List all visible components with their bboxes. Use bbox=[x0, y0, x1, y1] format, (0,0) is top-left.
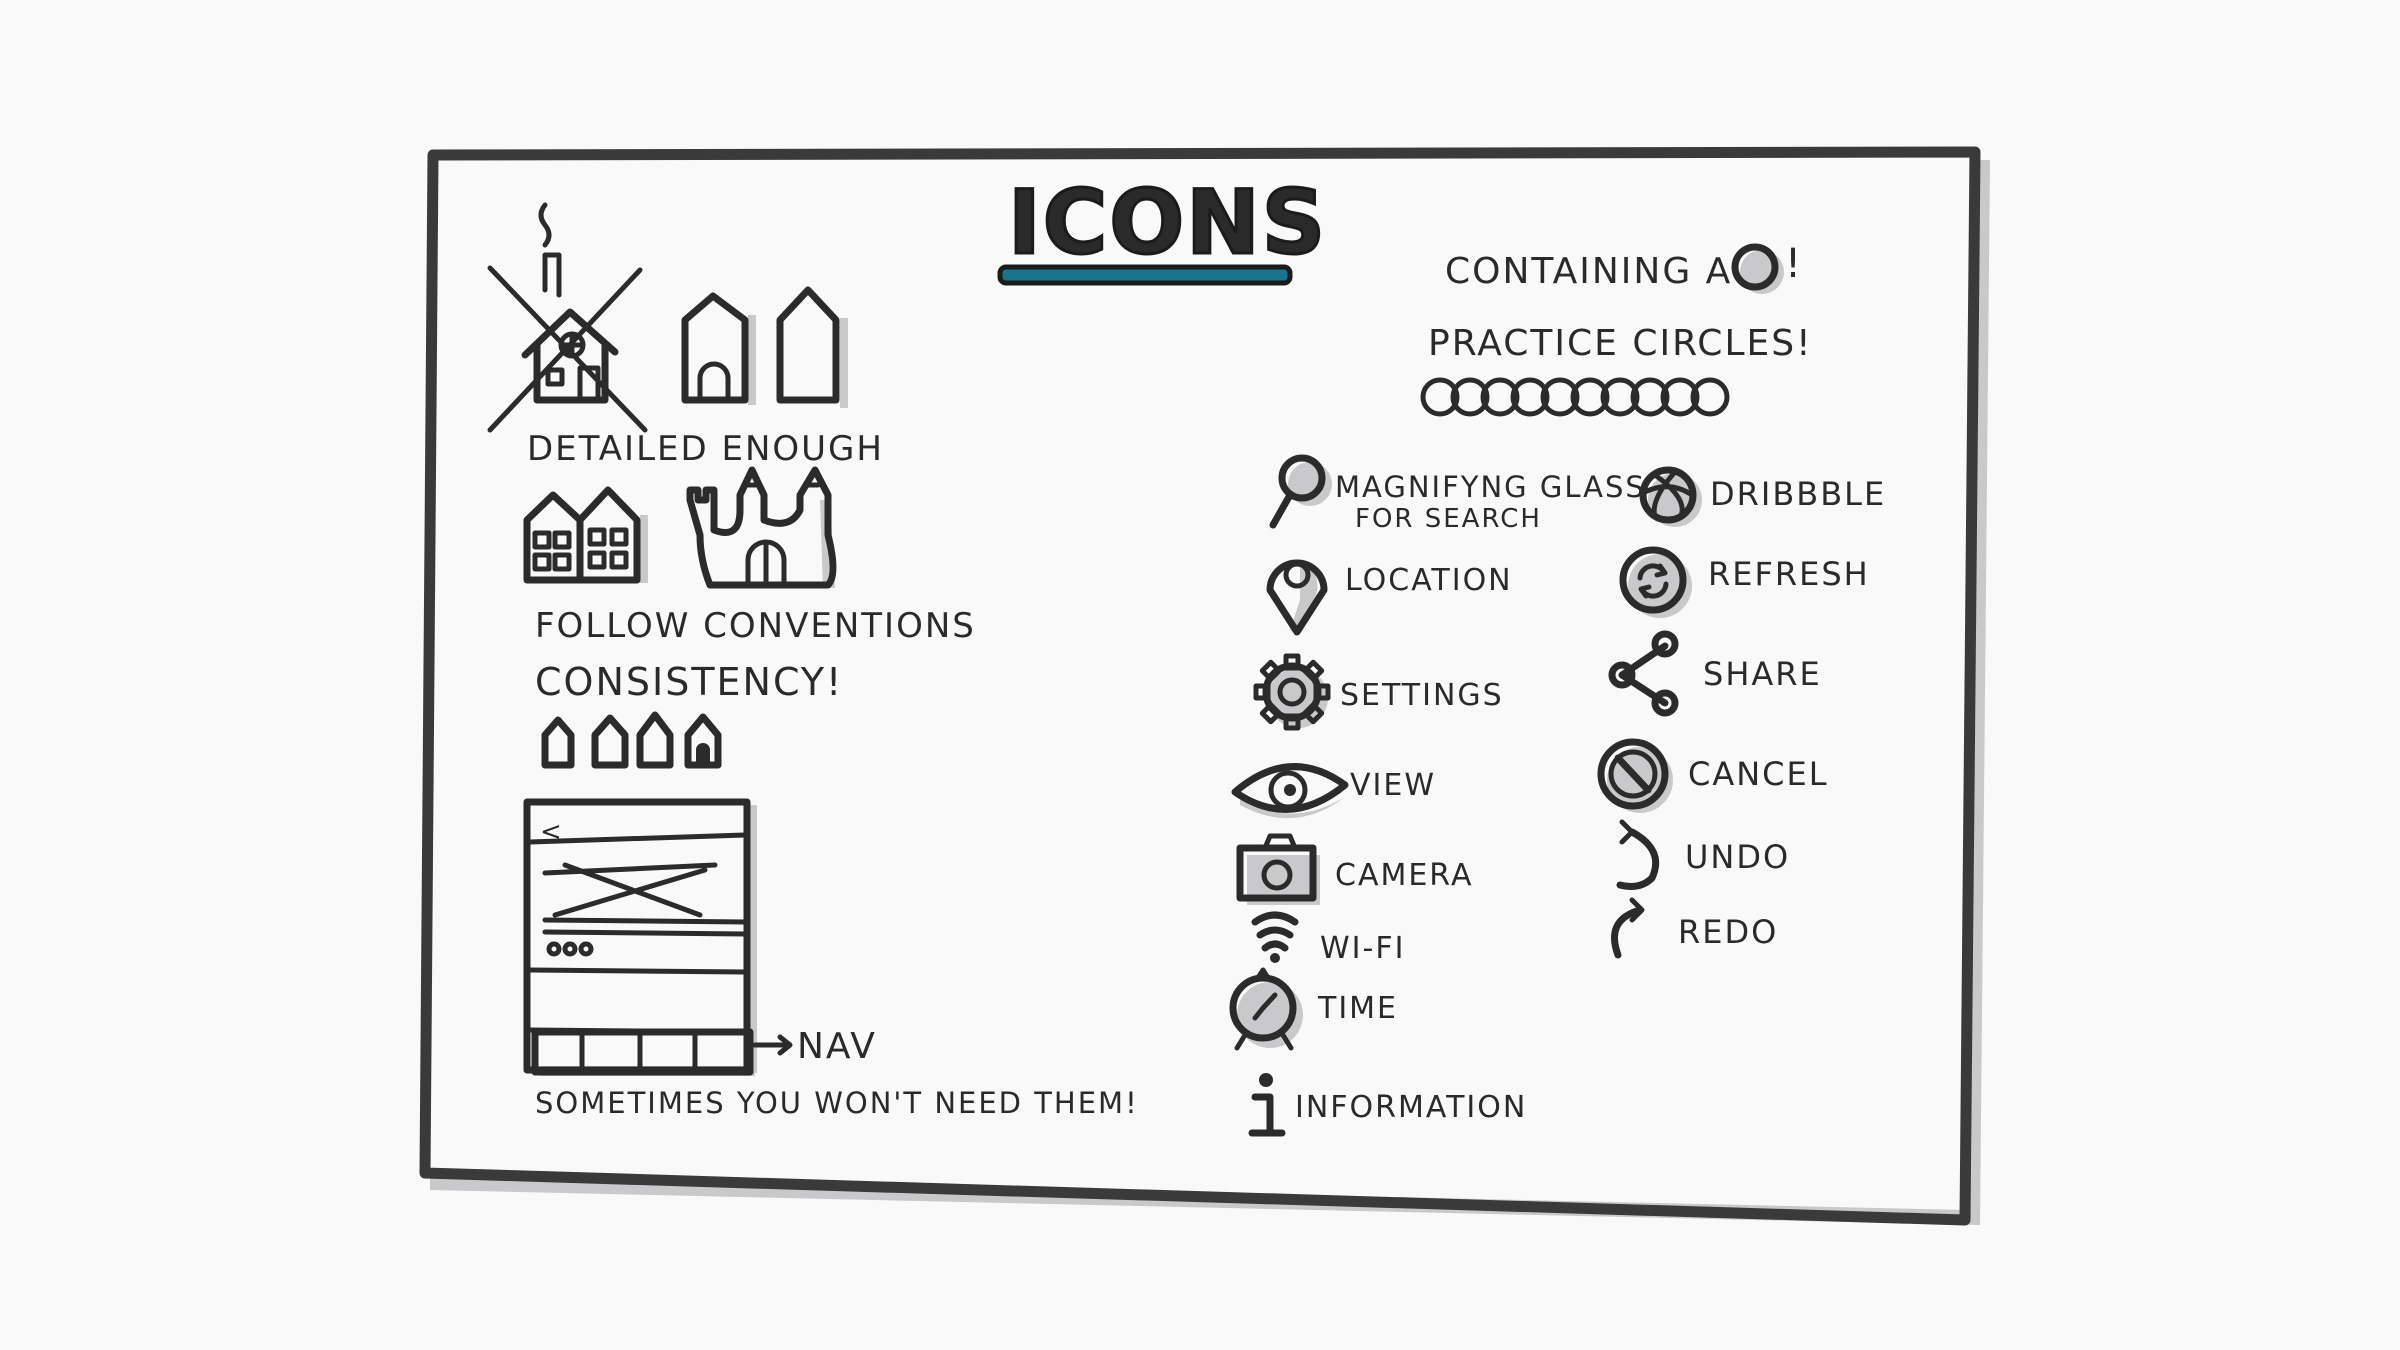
gear-tooth bbox=[1259, 702, 1282, 725]
outer-frame bbox=[419, 146, 1981, 1226]
practice-circles bbox=[1420, 377, 1730, 417]
cancel-icon bbox=[1597, 738, 1673, 813]
wifi-icon bbox=[1251, 911, 1299, 963]
camera-label: CAMERA bbox=[1335, 858, 1473, 893]
refresh-label: REFRESH bbox=[1708, 555, 1870, 593]
share-label: SHARE bbox=[1703, 655, 1822, 693]
clock-icon bbox=[1229, 967, 1303, 1051]
gear-tooth bbox=[1302, 659, 1325, 682]
location-pin-icon bbox=[1266, 559, 1328, 636]
consistent-house-icon bbox=[684, 713, 722, 769]
gear-tooth bbox=[1259, 659, 1282, 682]
containing-exclaim: ! bbox=[1785, 241, 1803, 287]
follow-conventions-label: FOLLOW CONVENTIONS bbox=[535, 606, 976, 646]
dribbble-label: DRIBBBLE bbox=[1710, 475, 1886, 513]
practice-circle bbox=[1690, 377, 1730, 417]
townhouse-icon bbox=[523, 486, 648, 584]
gear-tooth bbox=[1302, 702, 1325, 725]
consistent-house-icon bbox=[591, 714, 629, 769]
gear-tooth bbox=[1283, 713, 1301, 731]
practice-circle bbox=[1480, 377, 1520, 417]
practice-circle bbox=[1420, 377, 1460, 417]
page-title: ICONS bbox=[1008, 171, 1327, 274]
containing-label: CONTAINING A bbox=[1445, 251, 1732, 292]
time-label: TIME bbox=[1317, 991, 1398, 1026]
camera-icon bbox=[1236, 833, 1320, 905]
nav-label: NAV bbox=[797, 1026, 877, 1067]
circle-icon bbox=[1731, 243, 1784, 294]
consistent-house-icon bbox=[541, 716, 575, 769]
cancel-label: CANCEL bbox=[1688, 755, 1829, 793]
eye-icon bbox=[1231, 763, 1349, 819]
simple-house-icon bbox=[681, 292, 756, 405]
settings-label: SETTINGS bbox=[1340, 678, 1504, 713]
consistent-house-icons bbox=[541, 711, 722, 769]
dribbble-icon bbox=[1639, 466, 1702, 527]
share-icon bbox=[1608, 630, 1679, 717]
back-glyph: < bbox=[540, 817, 564, 847]
info-icon bbox=[1248, 1073, 1286, 1137]
wifi-label: WI-FI bbox=[1320, 931, 1405, 966]
gear-icon bbox=[1253, 653, 1331, 731]
redo-label: REDO bbox=[1678, 913, 1778, 951]
magnifying-glass-label-2: FOR SEARCH bbox=[1355, 504, 1542, 534]
redo-icon bbox=[1611, 897, 1645, 959]
practice-circle bbox=[1570, 377, 1610, 417]
consistency-label: CONSISTENCY! bbox=[535, 660, 843, 704]
simple-house-outline-icon bbox=[776, 286, 848, 408]
undo-icon bbox=[1616, 819, 1660, 890]
gear-tooth bbox=[1253, 683, 1271, 701]
undo-label: UNDO bbox=[1685, 838, 1790, 876]
location-label: LOCATION bbox=[1345, 563, 1513, 598]
practice-circles-label: PRACTICE CIRCLES! bbox=[1428, 323, 1813, 364]
practice-circle bbox=[1540, 377, 1580, 417]
castle-icon bbox=[686, 466, 837, 589]
view-label: VIEW bbox=[1350, 768, 1436, 803]
gear-tooth bbox=[1313, 683, 1331, 701]
consistent-house-icon bbox=[636, 711, 674, 769]
magnifying-glass-label: MAGNIFYNG GLASS bbox=[1335, 470, 1646, 504]
gear-tooth bbox=[1283, 653, 1301, 671]
detailed-house-icon bbox=[487, 202, 648, 433]
information-label: INFORMATION bbox=[1295, 1090, 1527, 1125]
title-underline bbox=[997, 264, 1293, 286]
practice-circle bbox=[1600, 377, 1640, 417]
practice-circle bbox=[1510, 377, 1550, 417]
detailed-enough-label: DETAILED ENOUGH bbox=[527, 429, 884, 469]
practice-circle bbox=[1660, 377, 1700, 417]
practice-circle bbox=[1450, 377, 1490, 417]
sometimes-label: SOMETIMES YOU WON'T NEED THEM! bbox=[535, 1086, 1139, 1120]
phone-wireframe bbox=[523, 798, 793, 1076]
practice-circle bbox=[1630, 377, 1670, 417]
magnifying-glass-icon bbox=[1269, 454, 1332, 529]
refresh-icon bbox=[1619, 546, 1692, 618]
